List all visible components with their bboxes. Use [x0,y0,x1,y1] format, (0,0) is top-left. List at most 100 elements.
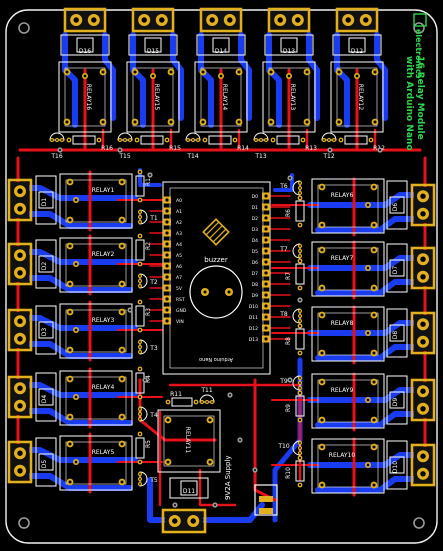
pad-hole [299,387,301,389]
resistor-label: R1 [145,178,152,186]
mcu-pin-hole [165,231,169,235]
mcu-pin-hole [165,308,169,312]
mcu-pin-hole [264,205,268,209]
top-trace [138,378,217,442]
relay-label: RELAY2 [92,251,115,258]
mcu-pin-hole [264,271,268,275]
pad-hole [120,377,124,381]
mcu-pin-label: A6 [176,264,182,270]
pad-hole [366,331,370,335]
bottom-trace [15,408,133,426]
resistor-label: R11 [170,391,182,398]
resistor-outline [72,135,96,145]
pad-hole [237,70,241,74]
terminal-block [131,7,175,33]
pad-hole [298,351,302,355]
diode-label: D11 [183,488,195,495]
pad-hole [120,310,124,314]
relay-label: RELAY8 [331,320,354,327]
pad-hole [298,259,302,263]
diode-outline [35,437,57,487]
pad-hole [135,138,139,142]
pad-hole [420,193,426,199]
relay-label: RELAY7 [331,255,354,262]
pad-hole [287,74,291,78]
bottom-trace [130,32,146,128]
pad-hole [299,315,301,317]
mcu-pin-label: D12 [249,326,258,332]
pad-hole [372,483,376,487]
pad-hole [420,453,426,459]
mcu-pin-hole [165,319,169,323]
pad-hole [120,218,124,222]
via-hole [239,439,241,441]
pad-hole [65,70,69,74]
diode-label: D16 [79,48,91,55]
brand-line-1: 16 Relay Module [415,56,425,140]
pad-hole [166,460,170,464]
pad-hole [68,480,72,484]
pad-hole [74,460,78,464]
mcu-pin-label: D3 [252,227,258,233]
via-hole [174,504,176,506]
terminal-block [410,443,436,487]
relay-outline [59,435,133,491]
diode-outline [386,440,408,490]
pad-hole [299,320,301,322]
pad-hole [211,401,213,403]
pad-hole [345,17,351,23]
pad-hole [420,339,426,345]
pad-hole [166,418,170,422]
diode-outline [332,34,382,56]
pad-hole [201,401,203,403]
pad-hole [139,473,141,475]
pad-hole [209,17,215,23]
pad-hole [139,483,141,485]
brand-line-2: with Arduino Nano [404,56,414,151]
mcu-pin-label: VIN [176,319,184,325]
pad-hole [298,286,302,290]
pad-hole [17,450,23,456]
brand-logo: electronics [413,13,427,79]
pad-hole [299,182,301,184]
terminal-block [410,246,436,290]
transistor-label: T3 [149,345,158,352]
bottom-trace [170,32,184,121]
pad-hole [17,336,23,342]
relay-body [65,376,127,420]
mcu-pin-hole [165,198,169,202]
pad-hole [151,74,155,78]
pad-hole [17,252,23,258]
pad-hole [372,313,376,317]
mcu-pin-hole [264,227,268,231]
via-hole [254,469,256,471]
pad-hole [208,418,212,422]
pad-hole [74,328,78,332]
pad-hole [139,221,141,223]
relay-label: RELAY12 [357,84,364,111]
resistor-outline [171,397,193,407]
mcu-pin-hole [264,337,268,341]
relay-body [268,67,310,127]
pad-hole [420,406,426,412]
pad-hole [139,285,141,287]
relay-label: RELAY16 [85,84,92,111]
relay-outline [126,61,180,133]
pad-hole [65,120,69,124]
pad-hole [68,310,72,314]
pad-hole [133,70,137,74]
resistor-label: R16 [101,145,113,152]
pad-hole [169,120,173,124]
pad-hole [363,17,369,23]
diode-outline [128,34,178,56]
transistor-label: T1 [149,215,158,222]
pad-hole [139,341,141,343]
pad-hole [269,70,273,74]
mcu-pin-label: A7 [176,275,182,281]
pad-hole [17,403,23,409]
bottom-trace [102,32,116,121]
pad-hole [420,256,426,262]
relay-body [64,67,106,127]
diode-label: D14 [215,48,227,55]
